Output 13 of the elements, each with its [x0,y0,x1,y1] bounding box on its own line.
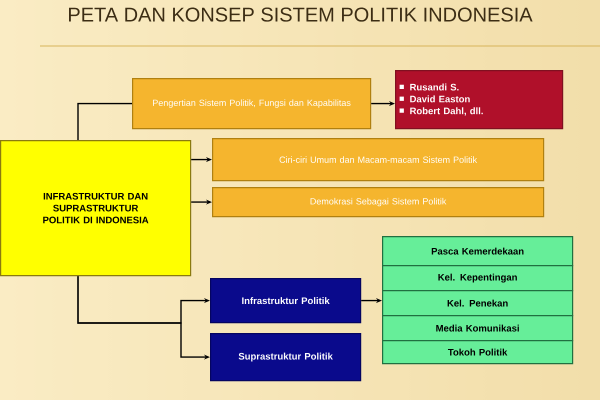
item-box: Kel. Penekan [382,290,574,316]
topic-box: INFRASTRUKTUR DAN SUPRASTRUKTUR POLITIK DI INDONESIA [0,140,192,276]
title: PETA DAN KONSEP SISTEM POLITIK INDONESIA [69,8,533,22]
item-box: Media Komunikasi [382,315,574,342]
subtopic-box: Ciri-ciri Umum dan Macam-macam Sistem Politik [212,138,544,182]
item-box: Pasca Kemerdekaan [382,236,574,266]
category-box: Suprastruktur Politik [210,333,362,382]
list-box: Rusandi S. David Easton Robert Dahl, dll. [395,70,564,130]
subtopic-box: Pengertian Sistem Politik, Fungsi dan Kapabilitas [132,78,372,130]
item-box: Kel. Kepentingan [382,265,574,292]
category-box: Infrastruktur Politik [210,278,362,324]
subtopic-box: Demokrasi Sebagai Sistem Politik [212,187,544,218]
item-box: Tokoh Politik [382,340,574,364]
